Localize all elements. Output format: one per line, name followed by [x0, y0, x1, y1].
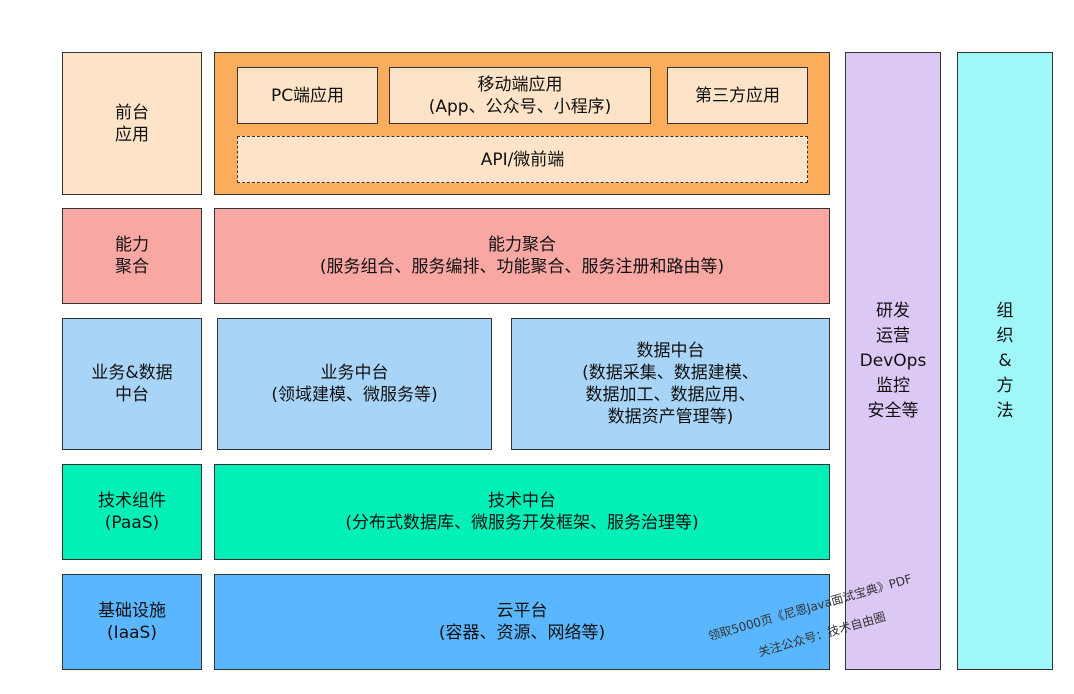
cloud-platform-title: 云平台 [496, 601, 548, 621]
capability-label-line2: 聚合 [115, 257, 149, 277]
tech-label-line2: (PaaS) [104, 513, 160, 533]
frontend-label: 前台 应用 [62, 52, 202, 195]
mobile-app-title: 移动端应用 [477, 74, 563, 95]
data-center-detail-3: 数据资产管理等) [607, 407, 734, 427]
rd-ops-line5: 安全等 [867, 400, 919, 421]
capability-title: 能力聚合 [487, 235, 556, 255]
mobile-app-box: 移动端应用 (App、公众号、小程序) [389, 67, 651, 124]
org-line2: 织 [996, 325, 1014, 346]
capability-aggregation-box: 能力聚合 (服务组合、服务编排、功能聚合、服务注册和路由等) [214, 208, 830, 304]
pc-app-label: PC端应用 [270, 85, 345, 106]
api-gateway-box: API/微前端 [237, 136, 808, 183]
business-label-line2: 中台 [114, 385, 149, 405]
rd-ops-line2: 运营 [875, 325, 910, 346]
mobile-app-detail: (App、公众号、小程序) [428, 96, 612, 117]
org-line3: & [998, 350, 1012, 371]
business-label: 业务&数据 中台 [62, 318, 202, 450]
capability-detail: (服务组合、服务编排、功能聚合、服务注册和路由等) [319, 257, 725, 277]
business-label-line1: 业务&数据 [91, 363, 173, 383]
third-party-app-label: 第三方应用 [695, 85, 780, 106]
data-center-title: 数据中台 [636, 341, 705, 361]
capability-label-line1: 能力 [115, 235, 149, 255]
rd-ops-column: 研发 运营 DevOps 监控 安全等 [845, 52, 941, 670]
pc-app-box: PC端应用 [237, 67, 378, 124]
frontend-label-line1: 前台 [115, 102, 149, 123]
api-gateway-label: API/微前端 [480, 149, 565, 170]
org-line4: 方 [996, 375, 1014, 396]
data-center-box: 数据中台 (数据采集、数据建模、 数据加工、数据应用、 数据资产管理等) [511, 318, 830, 450]
cloud-platform-box: 云平台 (容器、资源、网络等) [214, 574, 830, 670]
rd-ops-line1: 研发 [875, 300, 910, 321]
tech-center-title: 技术中台 [487, 491, 556, 511]
rd-ops-line3: DevOps [859, 350, 927, 371]
tech-center-detail: (分布式数据库、微服务开发框架、服务治理等) [345, 513, 699, 533]
cloud-platform-detail: (容器、资源、网络等) [438, 623, 606, 643]
org-line5: 法 [996, 400, 1014, 421]
third-party-app-box: 第三方应用 [667, 67, 808, 124]
tech-center-box: 技术中台 (分布式数据库、微服务开发框架、服务治理等) [214, 464, 830, 560]
infra-label-line1: 基础设施 [98, 601, 166, 621]
infra-label-line2: (IaaS) [107, 623, 157, 643]
infra-label: 基础设施 (IaaS) [62, 574, 202, 670]
tech-label: 技术组件 (PaaS) [62, 464, 202, 560]
capability-label: 能力 聚合 [62, 208, 202, 304]
frontend-label-line2: 应用 [115, 124, 149, 145]
business-center-detail: (领域建模、微服务等) [271, 385, 438, 405]
tech-label-line1: 技术组件 [98, 491, 166, 511]
data-center-detail-1: (数据采集、数据建模、 [582, 363, 759, 383]
business-center-title: 业务中台 [320, 363, 389, 383]
data-center-detail-2: 数据加工、数据应用、 [585, 385, 756, 405]
org-method-column: 组 织 & 方 法 [957, 52, 1053, 670]
rd-ops-line4: 监控 [875, 375, 910, 396]
business-center-box: 业务中台 (领域建模、微服务等) [217, 318, 492, 450]
org-line1: 组 [996, 300, 1014, 321]
